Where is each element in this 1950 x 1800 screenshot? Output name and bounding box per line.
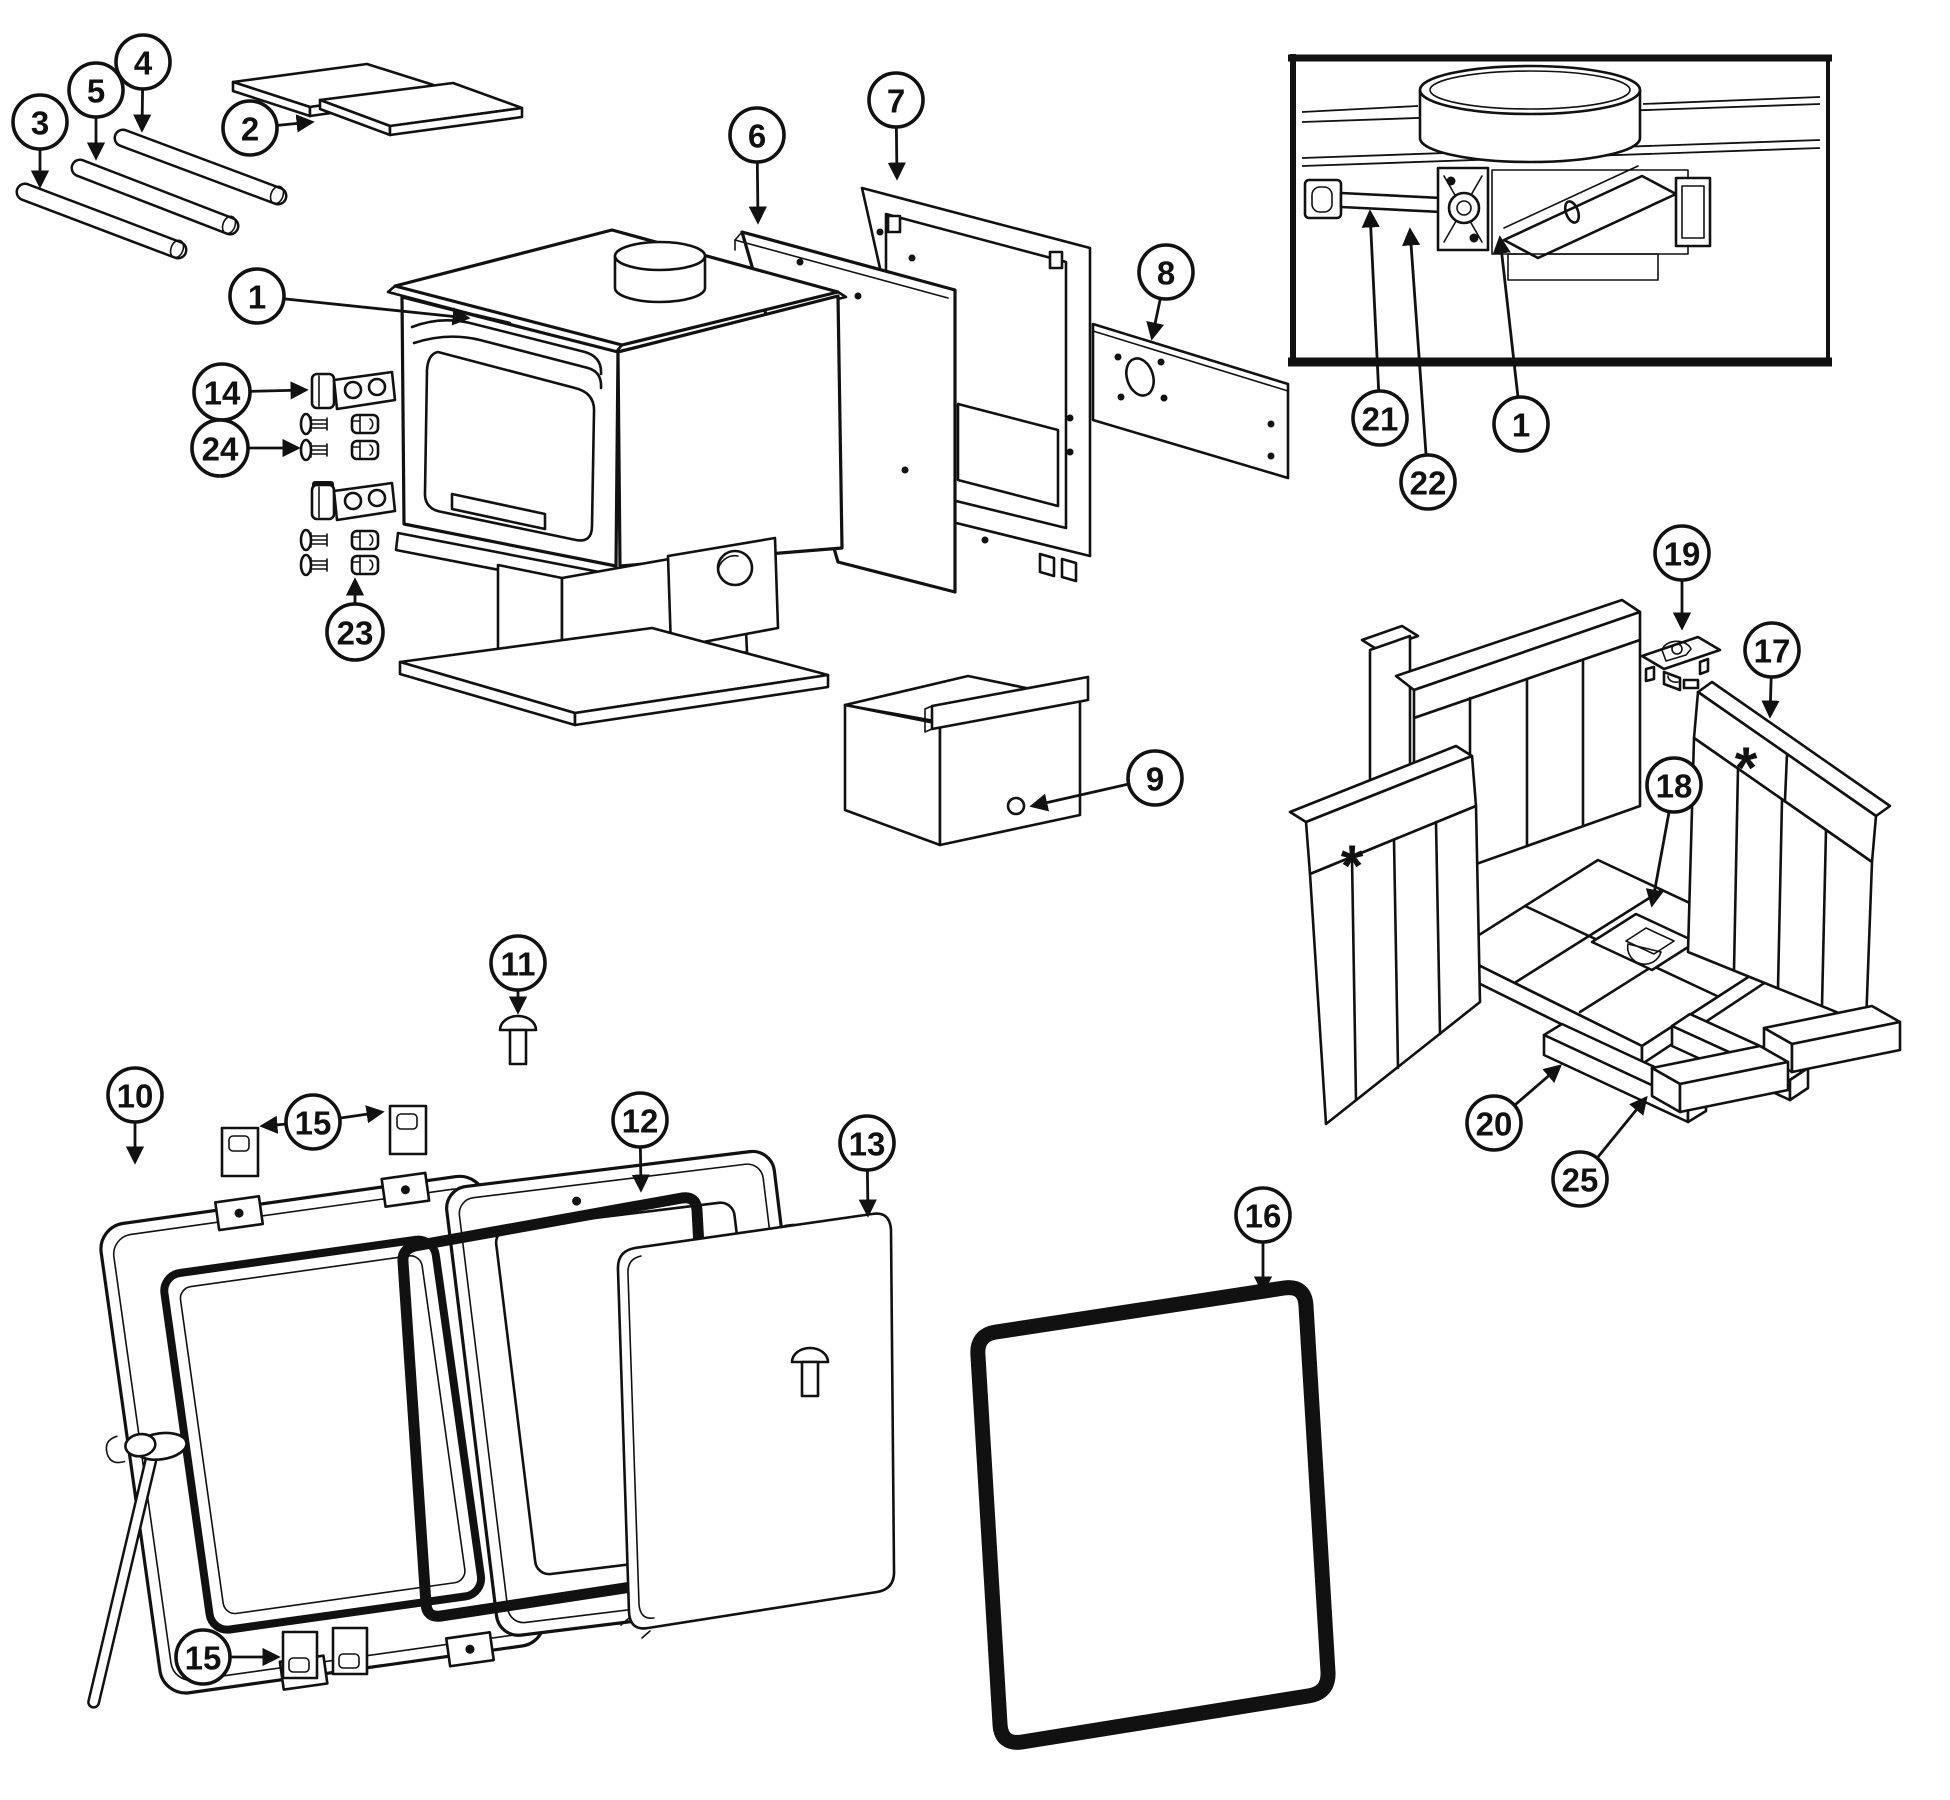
glass-clips — [220, 1104, 428, 1680]
damper-control-rod — [1303, 178, 1464, 220]
svg-text:15: 15 — [185, 1640, 222, 1677]
flue-collar — [613, 240, 707, 304]
svg-text:5: 5 — [87, 73, 105, 110]
callout-15a: 15 — [259, 1093, 385, 1151]
callout-7: 7 — [867, 71, 925, 181]
callout-21: 21 — [1351, 209, 1409, 447]
callout-10: 10 — [106, 1066, 164, 1165]
callout-1b: 1 — [1492, 235, 1550, 453]
door-opening — [423, 350, 596, 542]
svg-text:14: 14 — [204, 375, 241, 412]
callout-12: 12 — [611, 1091, 669, 1193]
damper-bracket — [1436, 166, 1490, 252]
callout-17: 17 — [1743, 621, 1801, 719]
callout-23: 23 — [325, 577, 385, 662]
grate-cap-part-19 — [1640, 635, 1722, 692]
stove-body — [386, 228, 848, 594]
callout-layer: 3 54 2 6 7 8 1 14 24 23 9 21 22 1 19 17 18 20 25 11 10 15 12 13… — [11, 33, 1801, 1686]
svg-text:7: 7 — [887, 83, 905, 120]
callout-19: 19 — [1653, 524, 1711, 631]
spare-bricks — [1650, 1004, 1902, 1114]
firebrick-left-wall — [1288, 744, 1482, 1126]
callout-6: 6 — [728, 106, 786, 225]
svg-text:1: 1 — [248, 279, 266, 316]
svg-text:6: 6 — [748, 118, 766, 155]
svg-text:16: 16 — [1245, 1198, 1282, 1235]
door-handle — [87, 1431, 188, 1709]
callout-16: 16 — [1234, 1186, 1292, 1295]
svg-text:10: 10 — [117, 1078, 154, 1115]
ash-drawer — [843, 674, 1090, 847]
svg-text:20: 20 — [1476, 1106, 1513, 1143]
callout-13: 13 — [838, 1114, 896, 1218]
callout-24: 24 — [190, 418, 301, 478]
pedestal-opening — [666, 536, 780, 650]
svg-text:21: 21 — [1362, 401, 1399, 438]
svg-text:24: 24 — [202, 431, 239, 468]
door-gasket-part-16 — [970, 1280, 1336, 1750]
svg-text:3: 3 — [31, 105, 49, 142]
base-plate — [398, 626, 830, 727]
callout-22: 22 — [1399, 227, 1457, 511]
callout-2: 2 — [221, 99, 315, 157]
svg-text:8: 8 — [1157, 255, 1175, 292]
callout-4: 4 — [114, 33, 172, 133]
tube-part-5 — [70, 158, 240, 236]
callout-18: 18 — [1645, 756, 1703, 908]
inset-detail-box — [1288, 54, 1832, 367]
glass-panel-part-13 — [616, 1212, 896, 1639]
firebrick-right-wall — [1686, 680, 1892, 1026]
svg-text:1: 1 — [1512, 407, 1530, 444]
svg-text:2: 2 — [241, 111, 259, 148]
callout-1: 1 — [228, 267, 471, 326]
svg-text:22: 22 — [1410, 465, 1447, 502]
callout-20: 20 — [1465, 1064, 1563, 1152]
asterisk-left-brick: * — [1341, 834, 1364, 899]
svg-text:19: 19 — [1664, 536, 1701, 573]
callout-5: 5 — [67, 61, 125, 161]
callout-9: 9 — [1029, 749, 1184, 812]
svg-text:9: 9 — [1146, 761, 1164, 798]
stove-top-underside-lines — [1301, 96, 1821, 167]
callout-25: 25 — [1551, 1095, 1648, 1208]
latch-clamp-lower — [310, 481, 397, 522]
flue-adapter-plate-part-8 — [1091, 322, 1290, 480]
rivet-part-11 — [498, 1014, 830, 1398]
callout-11: 11 — [489, 934, 547, 1015]
svg-text:23: 23 — [337, 615, 374, 652]
svg-text:13: 13 — [849, 1126, 886, 1163]
grate-pocket — [1590, 912, 1698, 972]
damper-plate — [1491, 165, 1712, 281]
latch-screws-upper — [299, 412, 380, 462]
svg-text:17: 17 — [1754, 633, 1791, 670]
svg-text:12: 12 — [622, 1103, 659, 1140]
svg-text:4: 4 — [134, 45, 153, 82]
callout-8: 8 — [1137, 243, 1195, 341]
latch-screws-lower — [299, 528, 380, 577]
latch-clamp-upper — [310, 370, 397, 411]
svg-text:15: 15 — [295, 1105, 332, 1142]
callout-15b: 15 — [174, 1628, 281, 1686]
drawer-pin-hole — [1006, 796, 1026, 816]
firebrick-kit — [1288, 598, 1902, 1126]
svg-text:25: 25 — [1562, 1162, 1599, 1199]
callout-14: 14 — [192, 362, 309, 422]
tube-part-4 — [113, 128, 288, 206]
asterisk-right-brick: * — [1735, 736, 1758, 801]
svg-text:11: 11 — [501, 946, 536, 983]
callout-3: 3 — [11, 93, 69, 189]
svg-text:18: 18 — [1656, 768, 1693, 805]
tube-part-3 — [15, 182, 188, 260]
inset-flue-collar — [1418, 64, 1642, 164]
